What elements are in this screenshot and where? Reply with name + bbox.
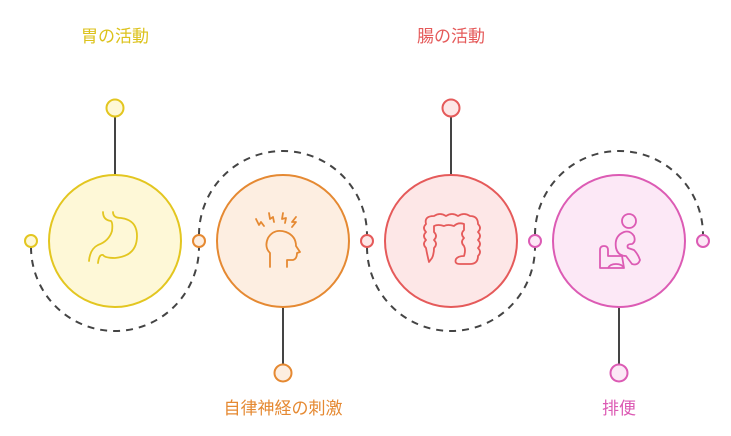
top-marker: [441, 98, 461, 118]
step-label-defecation: 排便: [602, 399, 636, 419]
top-marker: [105, 98, 125, 118]
intestine-icon: [423, 213, 481, 265]
right-endpoint-marker: [696, 234, 710, 248]
step-label-stomach: 胃の活動: [81, 27, 149, 47]
intestine-node-circle: [384, 174, 518, 308]
connector-marker: [360, 234, 374, 248]
defecation-node-circle: [552, 174, 686, 308]
bottom-marker: [273, 363, 293, 383]
step-stomach: [24, 98, 182, 308]
stomach-icon: [88, 211, 138, 264]
connector-marker: [192, 234, 206, 248]
stomach-node-circle: [48, 174, 182, 308]
dashed-flow-path: [30, 150, 704, 332]
bottom-marker: [609, 363, 629, 383]
head-stress-icon: [255, 212, 301, 268]
nerve-node-circle: [216, 174, 350, 308]
step-nerve: [192, 174, 350, 383]
step-intestine: [360, 98, 518, 308]
connector-marker: [528, 234, 542, 248]
step-label-intestine: 腸の活動: [417, 27, 485, 47]
toilet-person-icon: [599, 213, 641, 269]
step-label-nerve: 自律神経の刺激: [223, 399, 343, 419]
step-defecation: [528, 174, 710, 383]
left-endpoint-marker: [24, 234, 38, 248]
